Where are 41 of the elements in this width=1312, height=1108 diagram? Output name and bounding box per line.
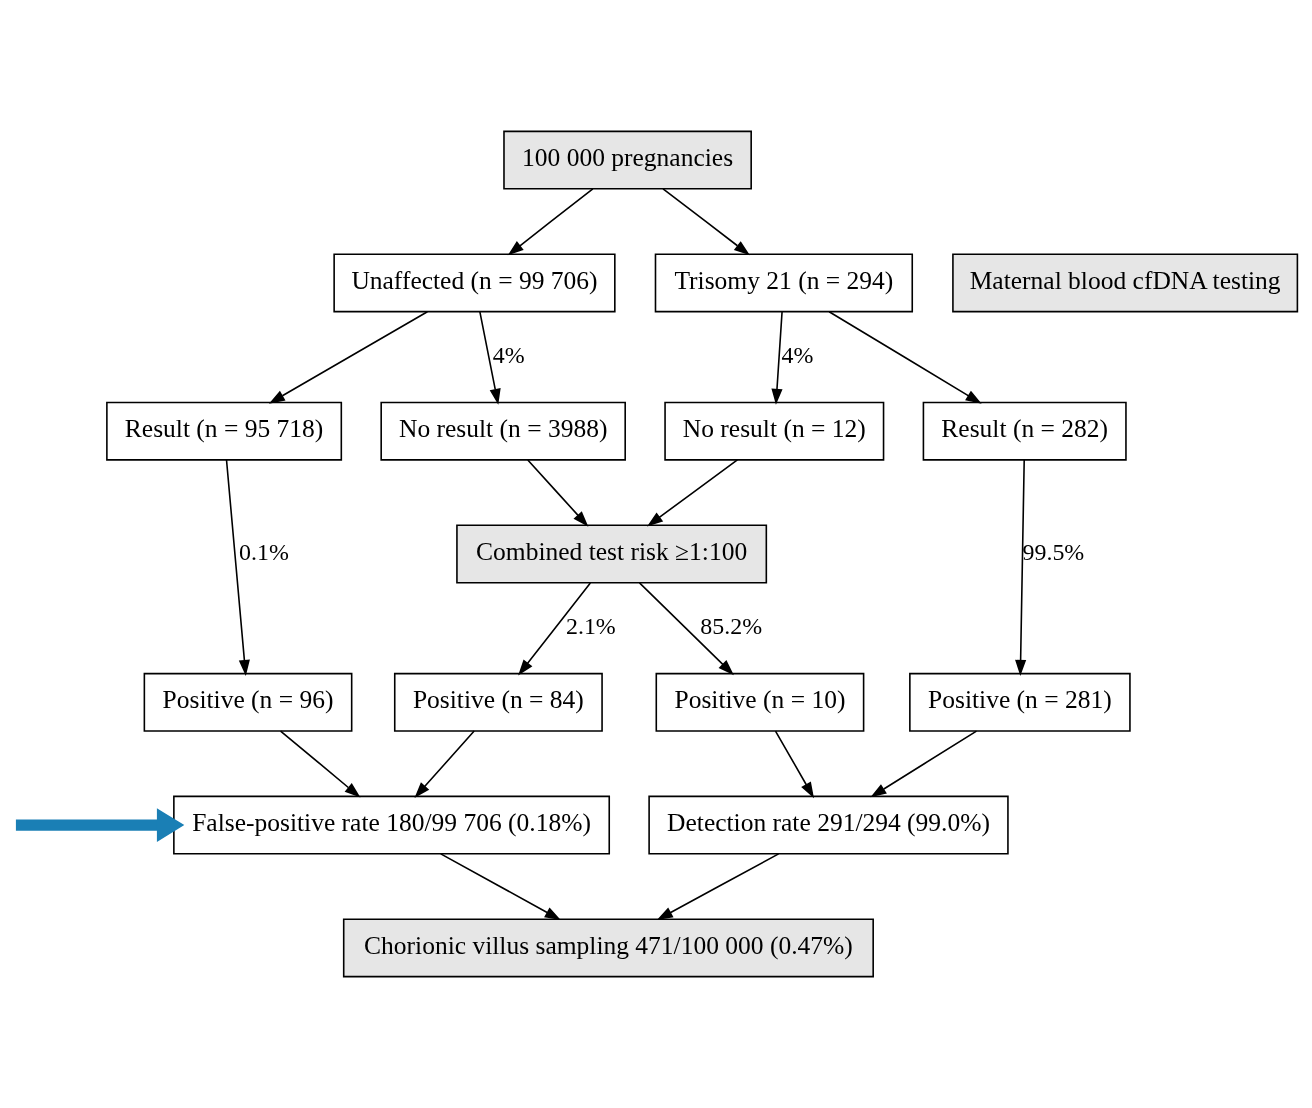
node-box: Positive (n = 281) xyxy=(909,672,1131,732)
arrow xyxy=(268,311,429,404)
arrow xyxy=(518,582,592,676)
node-box: No result (n = 3988) xyxy=(380,401,626,461)
arrow xyxy=(662,188,750,256)
arrow xyxy=(527,459,589,527)
arrow xyxy=(1015,459,1027,676)
node-box: No result (n = 12) xyxy=(664,401,885,461)
arrow xyxy=(15,808,185,842)
edge-label: 85.2% xyxy=(700,612,763,639)
arrow xyxy=(656,853,780,920)
arrow xyxy=(774,730,814,799)
arrow xyxy=(439,853,561,921)
node-box: Positive (n = 84) xyxy=(393,672,603,732)
node-box: Trisomy 21 (n = 294) xyxy=(654,253,914,313)
arrow xyxy=(225,459,250,676)
arrow xyxy=(870,730,978,798)
node-box: Chorionic villus sampling 471/100 000 (0.47%) xyxy=(342,918,874,978)
edge-label: 2.1% xyxy=(565,612,616,639)
arrow xyxy=(828,311,982,404)
edge-label: 0.1% xyxy=(239,538,289,565)
node-box: Result (n = 95 718) xyxy=(106,401,343,461)
node-box: Positive (n = 96) xyxy=(143,672,353,732)
node-box: Positive (n = 10) xyxy=(655,672,865,732)
node-box: Unaffected (n = 99 706) xyxy=(333,253,616,313)
edge-label: 4% xyxy=(492,341,525,368)
arrow xyxy=(771,311,783,405)
node-box: False-positive rate 180/99 706 (0.18%) xyxy=(173,795,611,855)
node-box: Maternal blood cfDNA testing xyxy=(952,253,1299,313)
arrow xyxy=(479,311,501,405)
node-box: Combined test risk ≥1:100 xyxy=(456,524,768,584)
node-box: 100 000 pregnancies xyxy=(503,130,752,190)
edge-label: 99.5% xyxy=(1022,538,1085,565)
arrow xyxy=(638,582,734,676)
edge-label: 4% xyxy=(781,341,814,368)
arrow xyxy=(279,730,361,798)
node-box: Detection rate 291/294 (99.0%) xyxy=(648,795,1009,855)
arrow xyxy=(414,730,475,798)
node-box: Result (n = 282) xyxy=(922,401,1127,461)
arrow xyxy=(507,188,594,256)
arrow xyxy=(647,459,739,527)
